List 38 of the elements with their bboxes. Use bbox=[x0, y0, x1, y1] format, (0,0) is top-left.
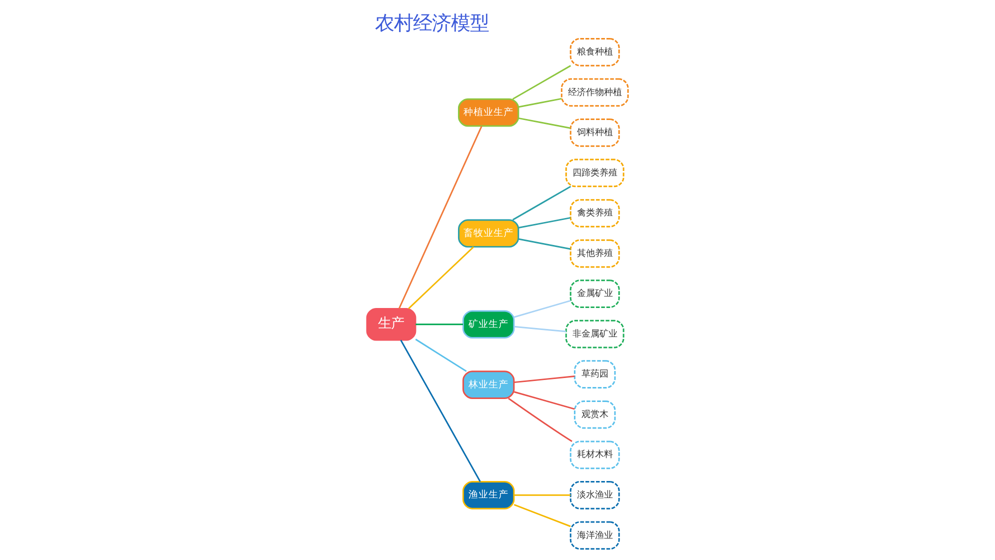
node-box: 种植业生产 bbox=[458, 98, 520, 127]
node-box: 草药园 bbox=[574, 360, 616, 389]
node-box: 畜牧业生产 bbox=[458, 219, 520, 248]
node-box: 观赏木 bbox=[574, 400, 616, 429]
node-box: 粮食种植 bbox=[570, 38, 620, 66]
connector bbox=[415, 338, 467, 372]
node-box: 经济作物种植 bbox=[560, 78, 629, 107]
node-box: 淡水渔业 bbox=[570, 481, 620, 510]
node-box: 耗材木料 bbox=[570, 440, 620, 470]
connector bbox=[508, 398, 572, 442]
connector bbox=[398, 126, 482, 309]
connector bbox=[518, 238, 570, 250]
node-box: 禽类养殖 bbox=[570, 199, 620, 228]
connector bbox=[512, 65, 572, 100]
connector bbox=[512, 186, 572, 220]
connector bbox=[518, 217, 570, 229]
connector bbox=[514, 391, 575, 410]
node-box: 林业生产 bbox=[462, 370, 515, 399]
node-box: 生产 bbox=[366, 308, 416, 341]
node-box: 海洋渔业 bbox=[570, 521, 620, 550]
connector bbox=[416, 324, 464, 326]
node-box: 金属矿业 bbox=[570, 280, 620, 308]
node-box: 矿业生产 bbox=[462, 310, 515, 339]
node-box: 四蹄类养殖 bbox=[565, 158, 624, 188]
diagram-title: 农村经济模型 bbox=[374, 12, 489, 35]
connector bbox=[514, 504, 571, 528]
node-box: 饲料种植 bbox=[570, 118, 620, 147]
connector bbox=[514, 376, 575, 384]
connector bbox=[518, 98, 562, 108]
connector bbox=[400, 340, 481, 482]
node-box: 非金属矿业 bbox=[565, 320, 624, 348]
node-box: 其他养殖 bbox=[570, 239, 620, 268]
node-box: 渔业生产 bbox=[462, 481, 515, 510]
connector bbox=[408, 246, 474, 310]
connector bbox=[518, 117, 570, 129]
connector bbox=[514, 494, 570, 496]
connector bbox=[514, 300, 571, 318]
connector bbox=[514, 326, 566, 332]
